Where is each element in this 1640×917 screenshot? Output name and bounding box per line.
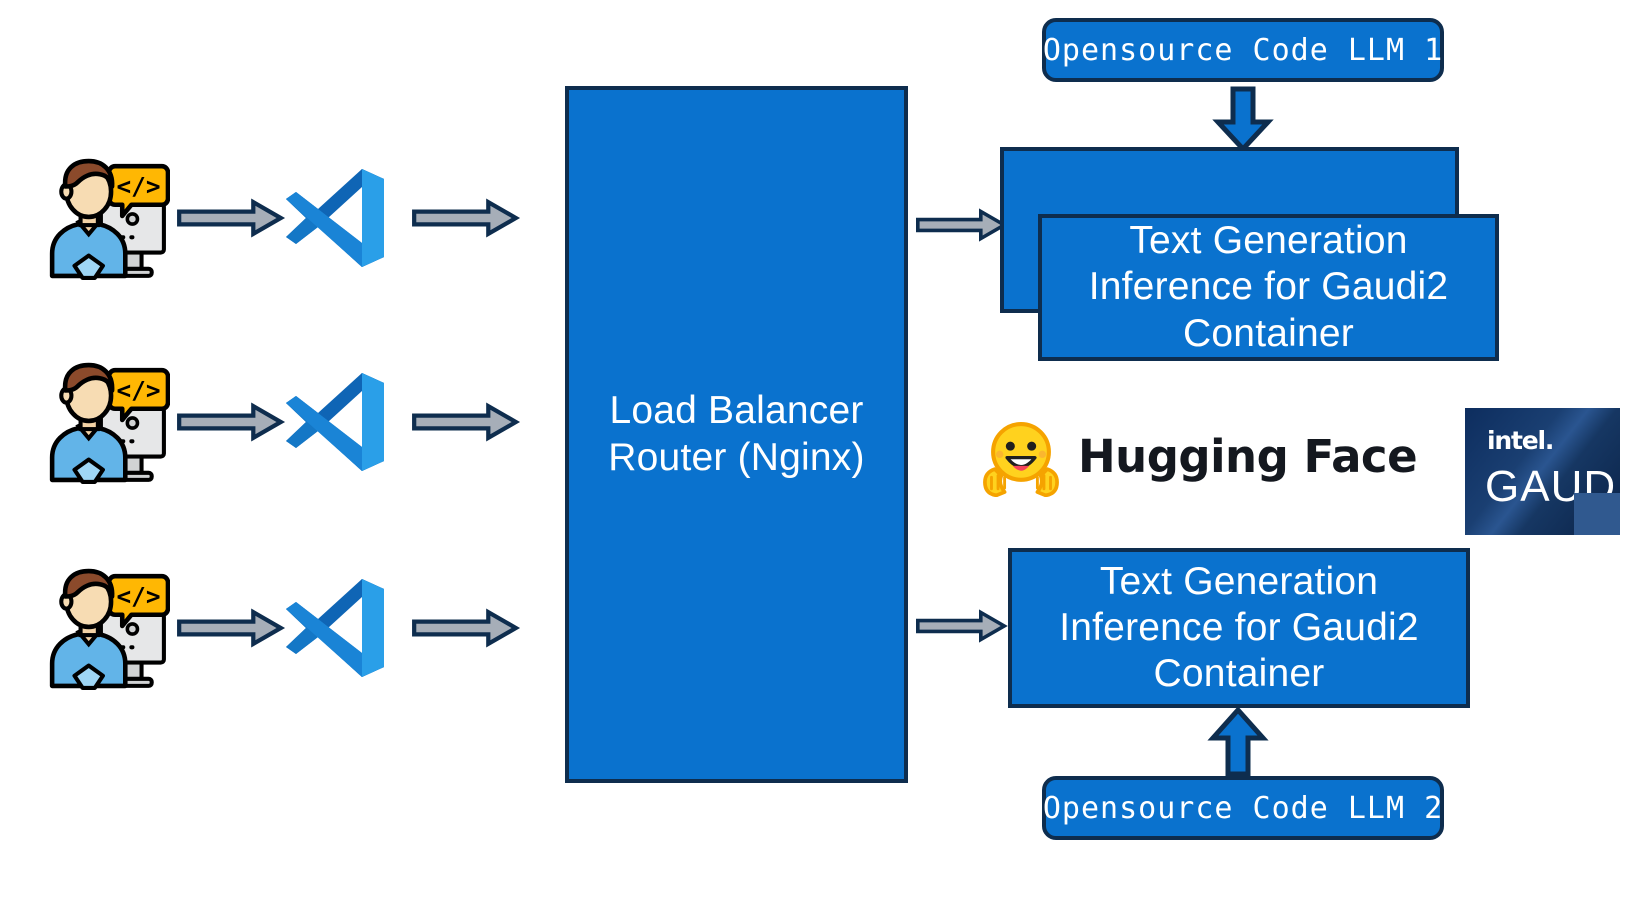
vscode-icon: [283, 369, 387, 480]
tgi-container-bottom-box[interactable]: Text Generation Inference for Gaudi2 Con…: [1008, 548, 1470, 708]
tgi-bottom-label-line3: Container: [1153, 652, 1325, 695]
arrow-down-llm1-to-container: [1212, 86, 1274, 153]
gaudi-corner-accent: [1574, 493, 1620, 535]
arrow-client1-to-editor: [176, 200, 284, 236]
developer-workstation-icon: [44, 362, 170, 489]
arrow-client2-to-editor: [176, 404, 284, 440]
opensource-code-llm-1-label: Opensource Code LLM 1: [1042, 32, 1444, 68]
arrow-up-llm2-to-container: [1207, 706, 1269, 777]
arrow-editor3-to-router: [406, 610, 524, 646]
opensource-code-llm-2-box[interactable]: Opensource Code LLM 2: [1042, 776, 1444, 840]
developer-workstation-icon: [44, 568, 170, 695]
vscode-icon: [283, 165, 387, 276]
arrow-router-to-bottom-container: [915, 610, 1007, 642]
intel-gaudi-logo: intel. GAUDI: [1465, 408, 1620, 535]
arrow-editor2-to-router: [406, 404, 524, 440]
hugging-face-wordmark: Hugging Face: [1078, 429, 1418, 483]
arrow-router-to-top-container: [915, 209, 1007, 241]
tgi-top-label-line3: Container: [1183, 311, 1354, 355]
intel-wordmark: intel.: [1487, 426, 1554, 455]
arrow-editor1-to-router: [406, 200, 524, 236]
tgi-top-label-line1: Text Generation: [1129, 219, 1408, 263]
load-balancer-label-line2: Router (Nginx): [608, 435, 865, 479]
load-balancer-label-line1: Load Balancer: [609, 389, 864, 433]
vscode-icon: [283, 575, 387, 686]
developer-workstation-icon: [44, 158, 170, 285]
tgi-container-top-box[interactable]: Text Generation Inference for Gaudi2 Con…: [1038, 214, 1499, 361]
hugging-face-emoji-icon: [980, 415, 1062, 497]
opensource-code-llm-1-box[interactable]: Opensource Code LLM 1: [1042, 18, 1444, 82]
load-balancer-box[interactable]: Load Balancer Router (Nginx): [565, 86, 908, 783]
hugging-face-logo: Hugging Face: [980, 415, 1418, 497]
tgi-top-label-line2: Inference for Gaudi2: [1088, 265, 1449, 309]
tgi-bottom-label-line2: Inference for Gaudi2: [1059, 605, 1419, 649]
arrow-client3-to-editor: [176, 610, 284, 646]
opensource-code-llm-2-label: Opensource Code LLM 2: [1042, 790, 1444, 826]
tgi-bottom-label-line1: Text Generation: [1099, 559, 1379, 603]
